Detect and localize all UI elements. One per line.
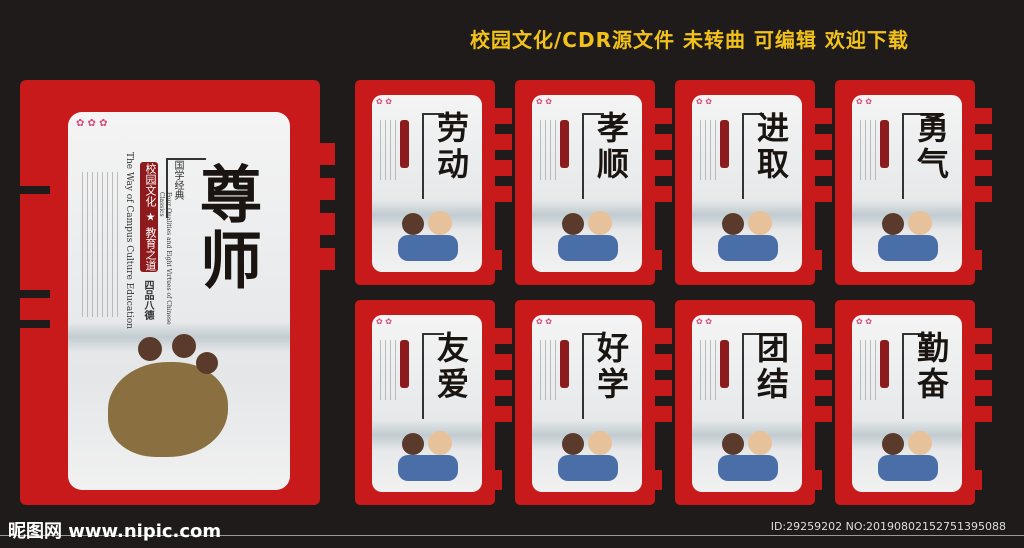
character-illustration <box>402 433 424 455</box>
character-illustration <box>882 213 904 235</box>
character-illustration <box>402 213 424 235</box>
panel-title: 勤奋 <box>912 331 950 403</box>
banner: 校园文化 ★ 教育之道 <box>140 162 158 272</box>
english-virtues: Four Qualities and Eight Virtues of Chin… <box>158 192 172 325</box>
subtitle: 四品八德 <box>142 280 153 320</box>
main-title: 尊师 <box>189 162 262 294</box>
character-illustration <box>722 213 744 235</box>
character-illustration <box>882 433 904 455</box>
character-illustration <box>562 213 584 235</box>
panel-title: 劳动 <box>432 111 470 183</box>
plum-blossom-icon: ✿ ✿ ✿ <box>76 118 108 129</box>
panel-title: 团结 <box>752 331 790 403</box>
image-id: ID:29259202 NO:20190802152751395088 <box>770 520 1006 533</box>
panel-title: 好学 <box>592 331 630 403</box>
watermark-logo: 昵图网 www.nipic.com <box>8 521 222 542</box>
panel-title: 孝顺 <box>592 111 630 183</box>
english-subtitle: The Way of Campus Culture Education <box>124 152 134 329</box>
label: 国学经典 <box>172 160 183 200</box>
panel-title: 进取 <box>752 111 790 183</box>
character-illustration <box>562 433 584 455</box>
panel-title: 勇气 <box>912 111 950 183</box>
character-illustration <box>722 433 744 455</box>
header-caption: 校园文化/CDR源文件 未转曲 可编辑 欢迎下载 <box>470 28 909 52</box>
students-illustration <box>108 362 228 457</box>
panel-title: 友爱 <box>432 331 470 403</box>
